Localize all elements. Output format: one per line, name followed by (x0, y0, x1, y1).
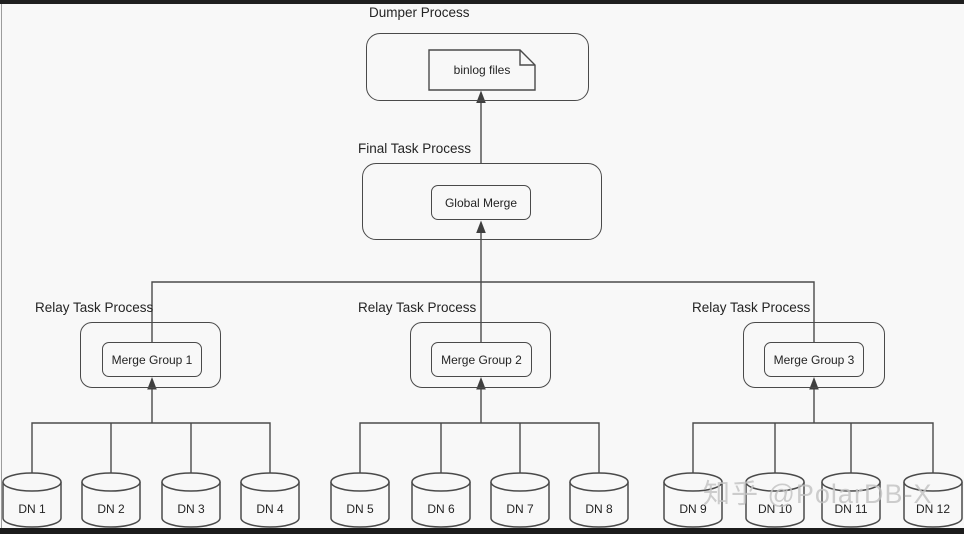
dn3-label: DN 3 (177, 502, 205, 516)
binlog-files-document-shape (428, 49, 536, 91)
cylinder-dn9 (663, 472, 723, 528)
dn9-label: DN 9 (679, 502, 707, 516)
cylinder-dn10 (745, 472, 805, 528)
relay-1-container (80, 322, 221, 388)
merge-group-2-node: Merge Group 2 (431, 342, 532, 377)
cylinder-dn7 (490, 472, 550, 528)
dumper-process-label: Dumper Process (369, 5, 470, 20)
relay-task-process-2-label: Relay Task Process (358, 300, 477, 315)
cylinder-dn11 (821, 472, 881, 528)
left-edge-line (0, 4, 2, 528)
dn8-label: DN 8 (585, 502, 613, 516)
bus-group1 (31, 422, 271, 474)
cylinder-dn6 (411, 472, 471, 528)
dn11-label: DN 11 (834, 502, 868, 516)
relay-3-container (743, 322, 885, 388)
cylinder-dn12 (903, 472, 963, 528)
global-merge-node: Global Merge (431, 185, 531, 220)
arrowhead-mg2 (476, 377, 486, 390)
cylinder-dn4 (240, 472, 300, 528)
merge-group-1-node: Merge Group 1 (102, 342, 202, 377)
dn7-label: DN 7 (506, 502, 534, 516)
cylinder-dn8 (569, 472, 629, 528)
dn2-label: DN 2 (97, 502, 125, 516)
bus-group2 (359, 422, 600, 474)
dn5-label: DN 5 (346, 502, 374, 516)
arrowhead-binlog (476, 90, 486, 103)
relay-2-container (410, 322, 551, 388)
dn6-label: DN 6 (427, 502, 455, 516)
dn10-label: DN 10 (757, 502, 792, 516)
relay-task-process-1-label: Relay Task Process (35, 300, 154, 315)
relay-task-process-3-label: Relay Task Process (692, 300, 811, 315)
dn4-label: DN 4 (256, 502, 284, 516)
arrowhead-mg3 (809, 377, 819, 390)
final-task-process-label: Final Task Process (358, 141, 472, 156)
final-task-process-container (362, 163, 602, 240)
cylinder-dn1 (2, 472, 62, 528)
merge-group-3-node: Merge Group 3 (764, 342, 864, 377)
dumper-process-container (366, 33, 589, 101)
zhihu-polardbx-watermark: 知乎 @PolarDB-X (703, 479, 933, 509)
cylinder-dn2 (81, 472, 141, 528)
binlog-files-node: binlog files (453, 63, 511, 77)
bottom-edge-bar (0, 528, 964, 534)
dn1-label: DN 1 (18, 502, 46, 516)
dn12-label: DN 12 (915, 502, 950, 516)
edge-relay-connector (151, 281, 815, 343)
top-edge-bar (0, 0, 964, 4)
arrowhead-mg1 (147, 377, 157, 390)
bus-group3 (692, 422, 934, 474)
cylinder-dn5 (330, 472, 390, 528)
cylinder-dn3 (161, 472, 221, 528)
arrowhead-globalmerge (476, 220, 486, 233)
